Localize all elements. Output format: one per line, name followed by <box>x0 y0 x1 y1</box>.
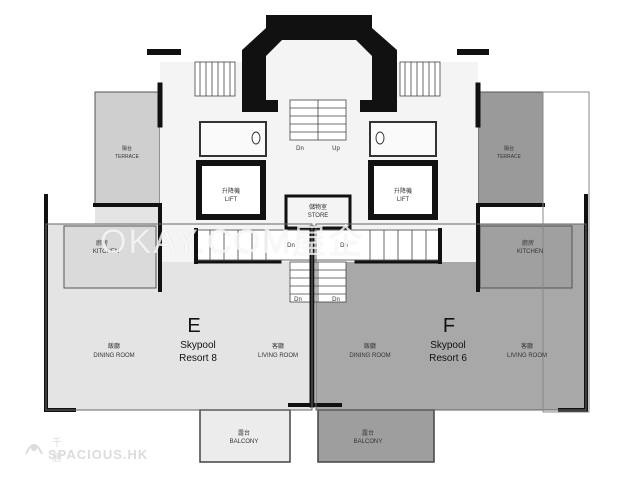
unit-e-letter: E <box>187 315 200 337</box>
unit-f-living-en: LIVING ROOM <box>507 353 547 359</box>
lift-left-car <box>202 166 260 214</box>
stair-label-5: Dn <box>294 297 302 303</box>
unit-e-living-cn: 客廳 <box>272 342 284 350</box>
stair-label-6: Dn <box>332 297 340 303</box>
unit-f-letter: F <box>443 315 455 337</box>
unit-e-kitchen-en: KITCHEN <box>93 249 119 255</box>
unit-e-balcony-cn: 露台 <box>238 429 250 437</box>
unit-e-living-en: LIVING ROOM <box>258 353 298 359</box>
unit-f-kitchen <box>479 225 573 289</box>
lift-right-cn: 升降機 <box>394 187 412 195</box>
stairs-top-left <box>194 61 236 97</box>
unit-f-name-line1: Skypool <box>430 340 466 351</box>
unit-e-terrace-en: TERRACE <box>115 154 140 160</box>
unit-f-terrace <box>477 91 544 205</box>
brand-logo-icon <box>25 444 43 455</box>
unit-f-living-cn: 客廳 <box>521 342 533 350</box>
stairs-top-right <box>399 61 441 97</box>
unit-e-balcony-en: BALCONY <box>230 439 259 445</box>
unit-f-balcony <box>317 409 435 463</box>
stairs-center <box>289 99 347 141</box>
lift-left-cn: 升降機 <box>222 187 240 195</box>
unit-f-dining-cn: 飯廳 <box>364 342 376 350</box>
stair-label-3: Dn <box>287 243 295 249</box>
store-cn: 儲物室 <box>309 203 327 211</box>
unit-e-dining-en: DINING ROOM <box>93 353 134 359</box>
unit-e-terrace-cn: 陽台 <box>122 145 132 152</box>
lift-right-car <box>374 166 432 214</box>
store-en: STORE <box>308 213 329 219</box>
stair-label-1: Dn <box>296 146 304 152</box>
unit-f-terrace-en: TERRACE <box>497 154 522 160</box>
stair-label-4: Dn <box>340 243 348 249</box>
unit-f-name-line2: Resort 6 <box>429 353 467 364</box>
unit-f-kitchen-cn: 廚房 <box>522 239 534 247</box>
lift-right-en: LIFT <box>397 197 410 203</box>
unit-f-balcony-cn: 露台 <box>362 429 374 437</box>
unit-e-kitchen <box>63 225 157 289</box>
lift-left-en: LIFT <box>225 197 238 203</box>
interior-outlines <box>45 91 590 413</box>
toilet-left <box>251 131 261 145</box>
brand-cn: 千居 <box>52 438 62 464</box>
brand-en: SPACIOUS.HK <box>48 447 149 462</box>
unit-f-balcony-en: BALCONY <box>354 439 383 445</box>
watermark: OKAY.COM屋企 <box>100 223 365 261</box>
store-room <box>284 194 352 230</box>
unit-e-name-line1: Skypool <box>180 340 216 351</box>
unit-e-name-line2: Resort 8 <box>179 353 217 364</box>
unit-e-dining-cn: 飯廳 <box>108 342 120 350</box>
unit-f-terrace-cn: 陽台 <box>504 145 514 152</box>
unit-e-terrace <box>94 91 161 205</box>
unit-f-kitchen-en: KITCHEN <box>517 249 543 255</box>
stair-label-2: Up <box>332 146 340 152</box>
unit-e-kitchen-cn: 廚房 <box>96 239 108 247</box>
stairs-lower <box>195 229 441 303</box>
toilet-right <box>375 131 385 145</box>
unit-f-dining-en: DINING ROOM <box>349 353 390 359</box>
core-inner-wall <box>266 40 372 100</box>
core-outer-wall <box>242 15 397 112</box>
